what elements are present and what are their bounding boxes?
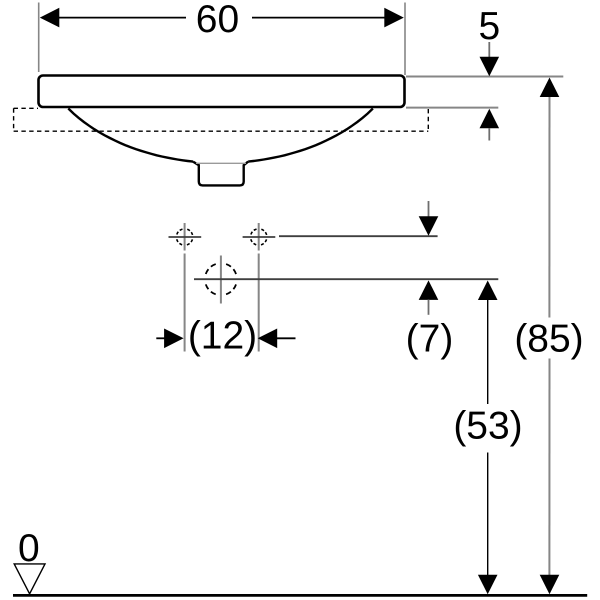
svg-text:(85): (85) bbox=[514, 318, 583, 361]
svg-text:5: 5 bbox=[478, 5, 500, 48]
svg-text:0: 0 bbox=[18, 527, 40, 570]
svg-text:(12): (12) bbox=[188, 315, 257, 358]
svg-text:60: 60 bbox=[196, 0, 239, 41]
svg-text:(53): (53) bbox=[453, 405, 522, 448]
svg-text:(7): (7) bbox=[406, 318, 454, 361]
